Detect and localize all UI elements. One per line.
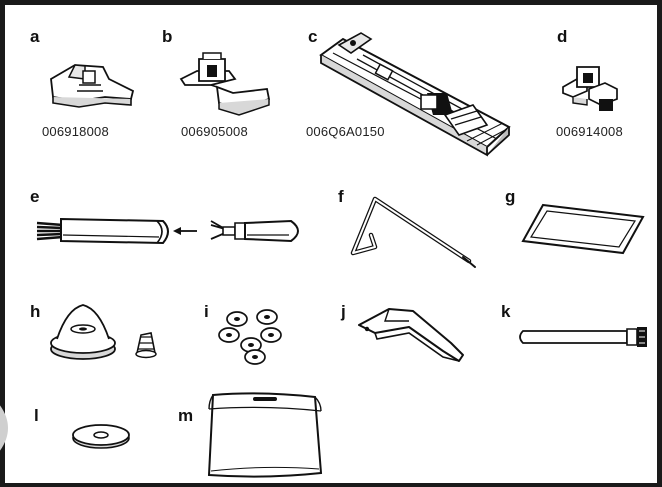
item-b-part-number: 006905008 bbox=[181, 124, 248, 139]
item-d-letter: d bbox=[557, 27, 568, 46]
item-i-letter: i bbox=[204, 302, 209, 321]
buttonhole-foot-icon bbox=[317, 33, 513, 161]
page-curl-decoration bbox=[0, 405, 8, 451]
felt-washer-icon bbox=[69, 419, 133, 453]
item-j-letter: j bbox=[341, 302, 346, 321]
sewing-foot-icon bbox=[45, 57, 137, 111]
quilting-guide-icon bbox=[345, 195, 479, 275]
item-d-part-number: 006914008 bbox=[556, 124, 623, 139]
item-a-letter: a bbox=[30, 27, 40, 46]
spool-cap-icon bbox=[47, 301, 167, 365]
dust-cover-pad-icon bbox=[521, 201, 647, 255]
brush-seam-ripper-icon bbox=[35, 213, 307, 253]
item-c-part-number: 006Q6A0150 bbox=[306, 124, 385, 139]
zipper-foot-icon bbox=[177, 53, 273, 115]
soft-cover-icon bbox=[201, 389, 327, 481]
item-a-part-number: 006918008 bbox=[42, 124, 109, 139]
item-b-letter: b bbox=[162, 27, 173, 46]
item-g-letter: g bbox=[505, 187, 516, 206]
edge-guide-icon bbox=[355, 303, 471, 363]
button-sewing-foot-icon bbox=[559, 65, 621, 111]
bobbins-icon bbox=[215, 307, 287, 367]
item-l-letter: l bbox=[34, 406, 39, 425]
item-f-letter: f bbox=[338, 187, 344, 206]
item-k-letter: k bbox=[501, 302, 511, 321]
item-e-letter: e bbox=[30, 187, 40, 206]
item-m-letter: m bbox=[178, 406, 194, 425]
item-h-letter: h bbox=[30, 302, 41, 321]
item-c-letter: c bbox=[308, 27, 318, 46]
spool-pin-icon bbox=[517, 327, 647, 347]
